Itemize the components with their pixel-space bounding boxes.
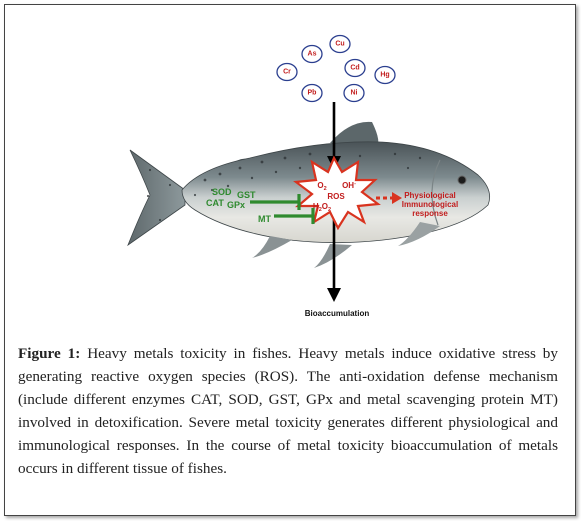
fish-anal-fin: [252, 236, 292, 258]
svg-text:Immunological: Immunological: [402, 200, 458, 209]
svg-text:Cd: Cd: [350, 65, 359, 72]
bioaccumulation-label: Bioaccumulation: [305, 309, 370, 318]
metal-ion-hg: Hg: [374, 65, 396, 85]
metal-ion-cr: Cr: [276, 62, 298, 82]
metal-ion-as: As: [301, 44, 323, 64]
figure-label: Figure 1:: [18, 345, 81, 362]
ros-main-label: ROS: [327, 192, 345, 201]
physiological-response-label: Physiological Immunological response: [402, 191, 458, 218]
metal-ion-ni: Ni: [343, 83, 365, 103]
inhibition-bar-lower: [274, 208, 315, 224]
metal-ions: Cu As Cd Cr Hg Pb Ni: [276, 34, 396, 103]
ros-h2o2-label: H2O2: [313, 202, 331, 213]
fish-dorsal-fin: [330, 121, 379, 146]
enzyme-sod-label: SOD: [212, 187, 232, 197]
svg-text:response: response: [412, 209, 448, 218]
svg-text:Hg: Hg: [380, 72, 389, 79]
enzyme-gpx-label: GPx: [227, 200, 245, 210]
enzyme-cat-label: CAT: [206, 198, 224, 208]
fish-tail: [127, 149, 186, 247]
fish-spots: [146, 152, 422, 222]
antioxidant-enzymes: SOD GST CAT GPx MT: [206, 187, 315, 224]
enzyme-mt-label: MT: [258, 214, 271, 224]
figure-frame: [4, 4, 576, 516]
svg-text:Pb: Pb: [308, 90, 317, 97]
fish-toxicity-diagram: Cu As Cd Cr Hg Pb Ni Bioaccumulation O2 …: [127, 34, 491, 318]
figure-caption-text: Heavy metals toxicity in fishes. Heavy m…: [18, 345, 558, 477]
ros-o2-label: O2: [317, 181, 326, 192]
fish-gill: [431, 159, 441, 226]
metal-ion-pb: Pb: [301, 83, 323, 103]
metal-ion-cd: Cd: [344, 58, 366, 78]
svg-text:As: As: [308, 51, 317, 58]
metal-ion-cu: Cu: [329, 34, 351, 54]
ros-burst: O2 OH- ROS H2O2: [293, 155, 381, 231]
svg-text:Physiological: Physiological: [404, 191, 456, 200]
inhibition-bar-upper: [250, 194, 301, 210]
bioaccumulation-arrow: [327, 216, 341, 302]
figure-caption: Figure 1: Heavy metals toxicity in fishe…: [18, 342, 558, 480]
response-arrow: [376, 192, 402, 204]
svg-text:Cu: Cu: [335, 41, 344, 48]
ros-star-shape: [293, 155, 381, 231]
ros-oh-label: OH-: [342, 181, 356, 190]
fish-pectoral-fin: [398, 222, 440, 246]
enzyme-gst-label: GST: [237, 190, 256, 200]
fish-eye: [457, 175, 467, 185]
svg-text:Ni: Ni: [351, 90, 358, 97]
svg-text:Cr: Cr: [283, 69, 291, 76]
